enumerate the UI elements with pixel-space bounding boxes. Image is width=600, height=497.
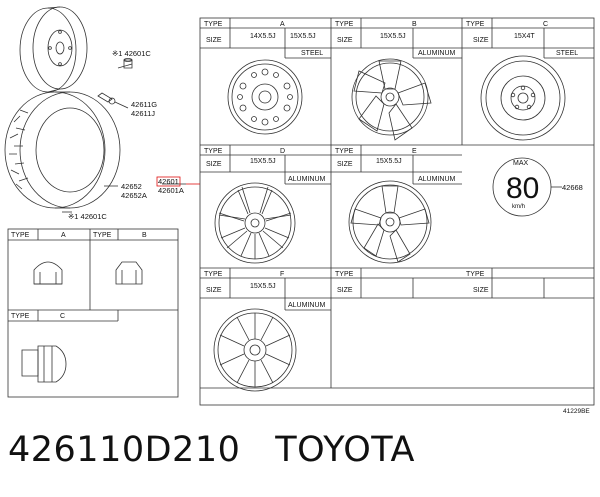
wheel-size-label: SIZE xyxy=(206,37,222,44)
wheel-type-label: TYPE xyxy=(466,271,485,278)
speed-sign-top: MAX xyxy=(513,160,529,167)
brand-name: TOYOTA xyxy=(275,430,415,470)
wheel-c-size-1: 15X4T xyxy=(514,33,535,40)
wheel-size-label: SIZE xyxy=(206,287,222,294)
callout-nut-bottom: ※1 42601C xyxy=(68,212,107,221)
part-number: 426110D210 xyxy=(8,430,241,470)
callout-valve-b: 42611J xyxy=(131,109,155,118)
wheel-a-material: STEEL xyxy=(301,50,323,57)
wheel-f-material: ALUMINUM xyxy=(288,302,326,309)
wheel-e-size-1: 15X5.5J xyxy=(376,158,402,165)
wheel-table xyxy=(199,17,595,406)
wheel-type-label: TYPE xyxy=(204,21,223,28)
wheel-size-label: SIZE xyxy=(337,161,353,168)
wheel-e-drawing xyxy=(348,180,432,264)
wheel-type-label: TYPE xyxy=(466,21,485,28)
callout-sign: 42668 xyxy=(562,183,583,192)
wheel-size-label: SIZE xyxy=(337,287,353,294)
wheel-type-b: B xyxy=(412,21,417,28)
nut-type-label: TYPE xyxy=(93,232,112,239)
wheel-d-drawing xyxy=(214,182,296,264)
drawing-code: 41229BE xyxy=(563,408,590,415)
nut-type-c: C xyxy=(60,313,65,320)
wheel-type-label: TYPE xyxy=(204,148,223,155)
wheel-b-size-1: 15X5.5J xyxy=(380,33,406,40)
wheel-size-label: SIZE xyxy=(206,161,222,168)
wheel-a-drawing xyxy=(227,59,303,135)
wheel-b-drawing xyxy=(351,58,432,141)
wheel-size-label: SIZE xyxy=(473,287,489,294)
wheel-c-material: STEEL xyxy=(556,50,578,57)
wheel-f-size-1: 15X5.5J xyxy=(250,283,276,290)
nut-type-b: B xyxy=(142,232,147,239)
nut-type-a: A xyxy=(61,232,66,239)
wheel-b-material: ALUMINUM xyxy=(418,50,456,57)
wheel-e-material: ALUMINUM xyxy=(418,176,456,183)
wheel-size-label: SIZE xyxy=(337,37,353,44)
tire-wheel-assembly xyxy=(4,6,186,213)
wheel-d-material: ALUMINUM xyxy=(288,176,326,183)
wheel-f-drawing xyxy=(213,308,297,392)
callout-wheel-b: 42601A xyxy=(158,186,184,195)
callout-tire-b: 42652A xyxy=(121,191,147,200)
speed-limit-sign xyxy=(492,157,562,217)
speed-sign-value: 80 xyxy=(506,172,539,205)
wheel-type-e: E xyxy=(412,148,417,155)
wheel-type-a: A xyxy=(280,21,285,28)
wheel-a-size-1: 14X5.5J xyxy=(250,33,276,40)
highlight-box xyxy=(156,176,181,187)
callout-tire-a: 42652 xyxy=(121,182,142,191)
speed-sign-unit: km/h xyxy=(512,204,525,210)
wheel-c-drawing xyxy=(480,55,566,141)
callout-wheel-a[interactable]: 42601 xyxy=(158,177,179,186)
wheel-type-f: F xyxy=(280,271,284,278)
nut-type-label: TYPE xyxy=(11,232,30,239)
wheel-type-label: TYPE xyxy=(335,271,354,278)
wheel-type-label: TYPE xyxy=(335,21,354,28)
part-caption: 426110D210 TOYOTA xyxy=(8,428,415,472)
callout-nut-top: ※1 42601C xyxy=(112,49,151,58)
wheel-a-size-2: 15X5.5J xyxy=(290,33,316,40)
nut-type-label: TYPE xyxy=(11,313,30,320)
wheel-type-label: TYPE xyxy=(335,148,354,155)
wheel-type-c: C xyxy=(543,21,548,28)
wheel-type-d: D xyxy=(280,148,285,155)
wheel-size-label: SIZE xyxy=(473,37,489,44)
nut-table xyxy=(7,228,179,398)
wheel-d-size-1: 15X5.5J xyxy=(250,158,276,165)
parts-diagram: ※1 42601C 42611G 42611J 42652 42652A ※1 … xyxy=(4,6,595,415)
wheel-type-label: TYPE xyxy=(204,271,223,278)
callout-valve-a: 42611G xyxy=(131,100,157,109)
